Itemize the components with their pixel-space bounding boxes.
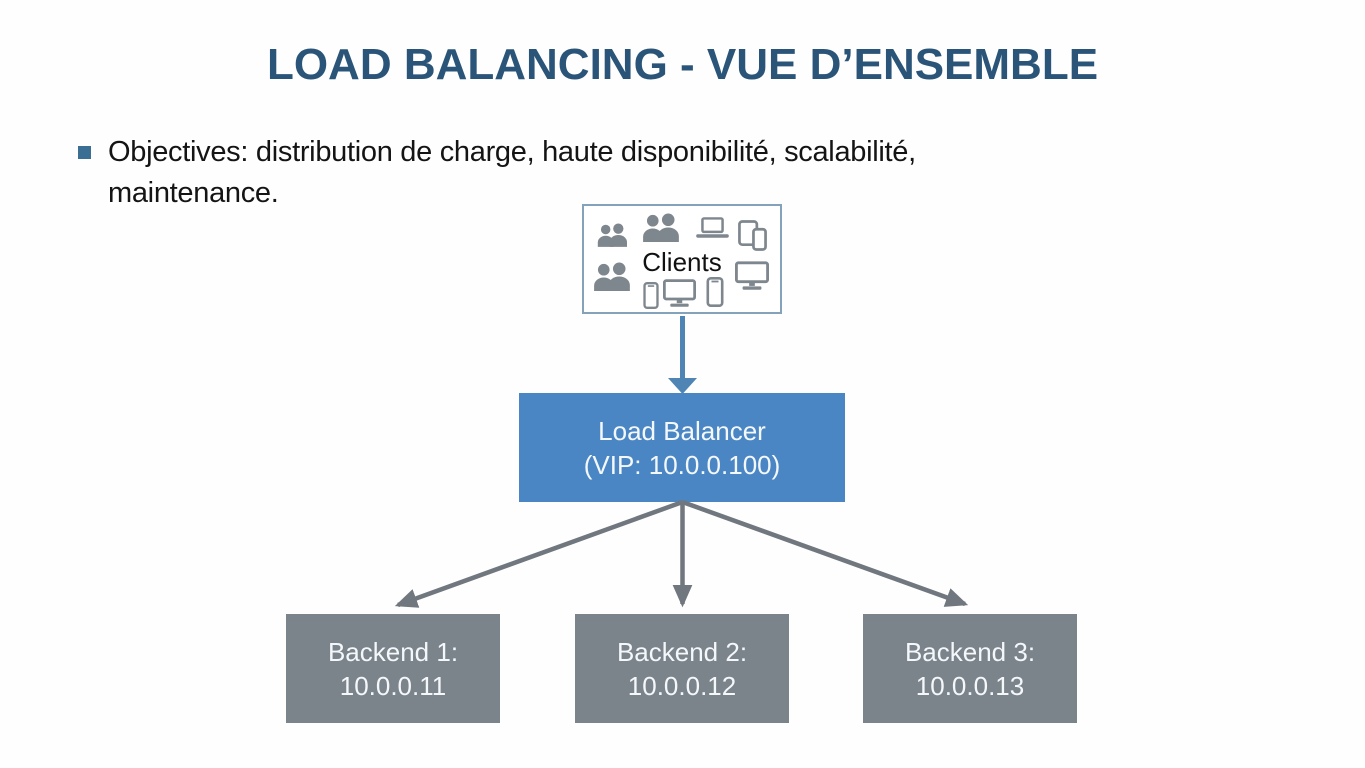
bullet-text: Objectives: distribution de charge, haut… [108,132,916,214]
load-balancer-box: Load Balancer (VIP: 10.0.0.100) [519,393,845,502]
people-group-icon [597,223,627,247]
monitor-icon [663,279,696,308]
backend-3-ip: 10.0.0.13 [915,670,1025,701]
bullet-item: Objectives: distribution de charge, haut… [78,132,916,214]
smartphone-icon [643,282,659,309]
backend-1-ip: 10.0.0.11 [339,670,447,701]
backend-1-name: Backend 1: [327,636,459,667]
people-group-icon [593,262,630,291]
backend-2-ip: 10.0.0.12 [627,670,737,701]
bullet-line-1: Objectives: distribution de charge, haut… [108,136,916,168]
clients-box: Clients [582,204,782,314]
backend-box-3: Backend 3: 10.0.0.13 [863,614,1077,723]
load-balancer-vip: (VIP: 10.0.0.100) [583,449,781,480]
people-group-icon [642,213,679,242]
bullet-marker [78,146,91,159]
clients-label: Clients [642,247,722,277]
backend-box-2: Backend 2: 10.0.0.12 [575,614,789,723]
page-title: LOAD BALANCING - VUE D’ENSEMBLE [266,40,1099,89]
arrow-lb-to-backend-1 [394,499,684,608]
laptop-icon [696,217,729,240]
bullet-line-2: maintenance. [108,177,279,209]
arrow-clients-to-lb [668,316,697,394]
load-balancer-name: Load Balancer [598,415,766,446]
monitor-icon [735,261,769,291]
tablet-phone-icon [738,220,767,251]
backend-box-1: Backend 1: 10.0.0.11 [286,614,500,723]
backend-2-name: Backend 2: [616,636,748,667]
smartphone-icon [706,277,724,307]
arrow-lb-to-backend-3 [681,499,969,607]
backend-3-name: Backend 3: [904,636,1036,667]
